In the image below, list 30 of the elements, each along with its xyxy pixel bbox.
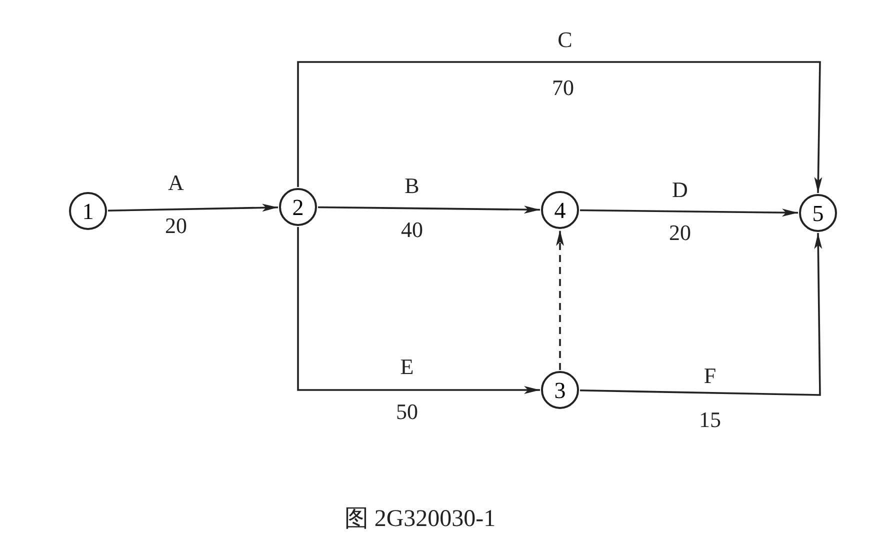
activity-label: C [558, 29, 572, 51]
arrow [580, 232, 822, 396]
node-number: 3 [554, 378, 566, 402]
activity-label: E [400, 356, 414, 378]
activity-label: A [168, 172, 184, 194]
duration-label: 20 [165, 215, 187, 237]
duration-label: 70 [552, 77, 574, 99]
node-circle [799, 194, 837, 232]
arrow [108, 204, 278, 212]
activity-label: B [404, 175, 420, 197]
activity-label: D [672, 179, 688, 201]
arrow [318, 206, 540, 214]
figure-caption: 图 2G320030-1 [344, 507, 496, 531]
arrow [297, 61, 822, 194]
duration-label: 15 [699, 409, 721, 431]
node-number: 1 [82, 200, 94, 222]
node-number: 2 [292, 196, 304, 218]
duration-label: 50 [396, 401, 418, 423]
duration-label: 20 [669, 222, 691, 244]
duration-label: 40 [401, 219, 423, 241]
node-number: 4 [554, 198, 566, 222]
arrow [580, 208, 798, 217]
node-circle [541, 191, 579, 229]
activity-label: F [704, 365, 716, 387]
node-circle [279, 188, 317, 226]
node-circle [69, 192, 107, 230]
arrow [297, 227, 540, 394]
node-number: 5 [812, 202, 824, 224]
node-circle [541, 371, 579, 409]
arrow [556, 230, 564, 370]
